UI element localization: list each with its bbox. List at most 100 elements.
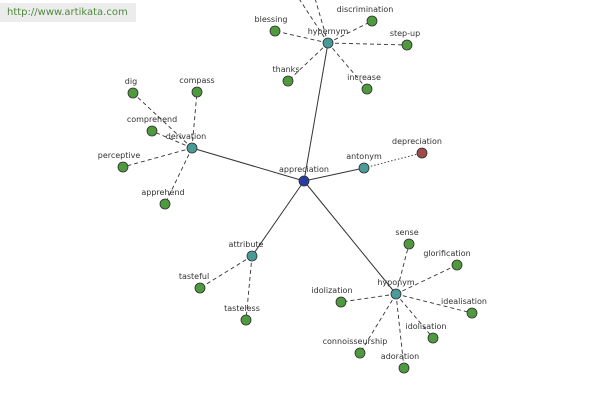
node-label-perceptive: perceptive: [98, 151, 141, 160]
node-idolisation[interactable]: idolisation: [405, 322, 447, 344]
node-sense[interactable]: sense: [395, 228, 419, 250]
edge-appreciation-hypernym-top: [303, 42, 329, 182]
node-dot-discrimination[interactable]: [366, 15, 378, 27]
edge-antonym-depreciation: [363, 152, 423, 169]
edge-derivation-apprehend: [164, 147, 193, 205]
node-step-up[interactable]: step-up: [390, 29, 420, 51]
node-dot-glorification[interactable]: [451, 259, 463, 271]
edge-hyponym-connoisseurship: [359, 293, 397, 354]
node-label-hyponym: hyponym: [377, 278, 415, 287]
node-idealisation[interactable]: idealisation: [441, 297, 487, 319]
node-increase[interactable]: increase: [347, 73, 381, 95]
node-label-depreciation: depreciation: [392, 137, 442, 146]
node-label-thanks: thanks: [273, 65, 300, 74]
node-derivation[interactable]: derivation: [166, 132, 206, 154]
node-antonym[interactable]: antonym: [346, 152, 382, 174]
edge-hypernym-top-discrimination: [327, 20, 373, 44]
node-dot-idealisation[interactable]: [466, 307, 478, 319]
node-label-idealisation: idealisation: [441, 297, 487, 306]
graph-edges: [122, 0, 473, 369]
node-label-dig: dig: [125, 77, 137, 86]
node-dot-apprehend[interactable]: [159, 198, 171, 210]
node-dot-appreciation[interactable]: [298, 175, 310, 187]
node-dot-antonym[interactable]: [358, 162, 370, 174]
node-connoisseurship[interactable]: connoisseurship: [323, 337, 388, 359]
node-label-idolisation: idolisation: [405, 322, 446, 331]
node-dot-derivation[interactable]: [186, 142, 198, 154]
edge-derivation-perceptive: [122, 147, 193, 168]
node-dot-increase[interactable]: [361, 83, 373, 95]
node-hypernym-top[interactable]: hypernym: [308, 27, 349, 49]
node-perceptive[interactable]: perceptive: [98, 151, 141, 173]
node-idolization[interactable]: idolization: [311, 286, 353, 308]
node-tasteless[interactable]: tasteless: [224, 304, 260, 326]
node-dig[interactable]: dig: [125, 77, 139, 99]
node-label-discrimination: discrimination: [337, 5, 394, 14]
node-label-appreciation: appreciation: [279, 165, 329, 174]
node-hyponym[interactable]: hyponym: [377, 278, 415, 300]
node-dot-compass[interactable]: [191, 86, 203, 98]
node-tasteful[interactable]: tasteful: [179, 272, 209, 294]
node-appreciation[interactable]: appreciation: [279, 165, 329, 187]
node-dot-tasteful[interactable]: [194, 282, 206, 294]
node-label-hypernym-top: hypernym: [308, 27, 349, 36]
node-glorification[interactable]: glorification: [423, 249, 471, 271]
edge-hyponym-sense: [395, 243, 410, 295]
edge-hypernym-top-step-up: [327, 42, 408, 46]
node-label-tasteful: tasteful: [179, 272, 209, 281]
node-comprehend[interactable]: comprehend: [127, 115, 177, 137]
node-apprehend[interactable]: apprehend: [141, 188, 185, 210]
node-discrimination[interactable]: discrimination: [337, 5, 394, 27]
graph-nodes: appreciation hypernym derivation antonym att…: [98, 5, 487, 374]
edge-hypernym-top-offscreen-1: [299, 0, 329, 44]
node-label-sense: sense: [395, 228, 418, 237]
node-label-attribute: attribute: [229, 240, 264, 249]
node-attribute[interactable]: attribute: [229, 240, 264, 262]
node-dot-attribute[interactable]: [246, 250, 258, 262]
edge-attribute-tasteless: [245, 255, 253, 321]
edge-hypernym-top-thanks: [287, 42, 329, 82]
node-dot-blessing[interactable]: [269, 25, 281, 37]
node-dot-connoisseurship[interactable]: [354, 347, 366, 359]
edge-appreciation-hyponym: [303, 180, 397, 295]
node-label-glorification: glorification: [423, 249, 470, 258]
edge-derivation-compass: [191, 91, 198, 149]
node-label-antonym: antonym: [346, 152, 382, 161]
node-adoration[interactable]: adoration: [381, 352, 419, 374]
node-thanks[interactable]: thanks: [273, 65, 300, 87]
edge-appreciation-derivation: [191, 147, 305, 182]
node-label-blessing: blessing: [255, 15, 288, 24]
edge-hyponym-idealisation: [395, 293, 473, 314]
node-dot-idolization[interactable]: [335, 296, 347, 308]
edge-appreciation-attribute: [251, 180, 305, 257]
edge-hyponym-idolization: [340, 293, 397, 303]
node-dot-step-up[interactable]: [401, 39, 413, 51]
node-dot-dig[interactable]: [127, 87, 139, 99]
edge-hyponym-idolisation: [395, 293, 434, 339]
edge-attribute-tasteful: [199, 255, 253, 289]
edge-hypernym-top-blessing: [274, 30, 329, 44]
node-dot-sense[interactable]: [403, 238, 415, 250]
node-label-comprehend: comprehend: [127, 115, 177, 124]
node-dot-adoration[interactable]: [398, 362, 410, 374]
node-label-apprehend: apprehend: [141, 188, 184, 197]
node-dot-comprehend[interactable]: [146, 125, 158, 137]
site-watermark[interactable]: http://www.artikata.com: [0, 3, 136, 22]
node-dot-hypernym-top[interactable]: [322, 37, 334, 49]
node-dot-idolisation[interactable]: [427, 332, 439, 344]
node-dot-thanks[interactable]: [282, 75, 294, 87]
node-dot-hyponym[interactable]: [390, 288, 402, 300]
node-dot-perceptive[interactable]: [117, 161, 129, 173]
edge-hypernym-top-increase: [327, 42, 368, 90]
node-dot-depreciation[interactable]: [416, 147, 428, 159]
node-blessing[interactable]: blessing: [255, 15, 288, 37]
edge-hypernym-top-offscreen-2: [315, 0, 329, 44]
node-label-step-up: step-up: [390, 29, 420, 38]
node-compass[interactable]: compass: [179, 76, 215, 98]
node-label-increase: increase: [347, 73, 381, 82]
node-label-compass: compass: [179, 76, 214, 85]
node-depreciation[interactable]: depreciation: [392, 137, 442, 159]
node-label-connoisseurship: connoisseurship: [323, 337, 388, 346]
node-dot-tasteless[interactable]: [240, 314, 252, 326]
